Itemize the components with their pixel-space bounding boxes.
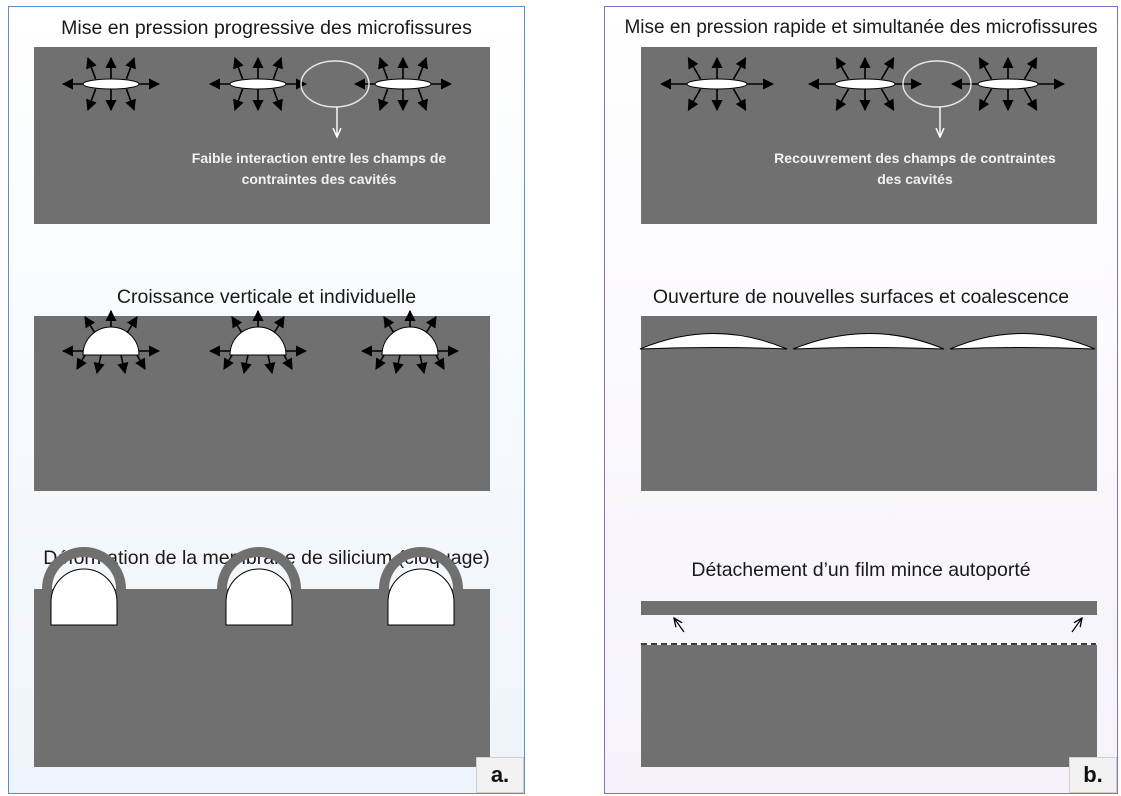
panel-b-step3-title: Détachement d’un film mince autoporté	[691, 559, 1031, 581]
stress-arrow	[417, 56, 428, 80]
panel-a-step1-note: Faible interaction entre les champs de c…	[149, 148, 489, 190]
stress-arrow	[272, 56, 283, 80]
panel-a-letter: a.	[476, 757, 524, 793]
stress-arrow	[231, 316, 243, 334]
dome-cavity	[82, 326, 140, 356]
microcrack-cavity	[229, 78, 287, 90]
panel-a-step1-substrate	[34, 47, 490, 224]
opened-surface	[639, 333, 788, 350]
stress-arrow	[135, 354, 146, 370]
stress-arrow	[76, 354, 87, 370]
stress-arrow	[383, 316, 395, 334]
stress-arrow	[86, 88, 97, 112]
stress-arrow	[1023, 57, 1038, 80]
panel-b-step1-title: Mise en pression rapide et simultanée de…	[624, 17, 1098, 38]
microcrack-cavity	[977, 78, 1039, 90]
stress-arrow	[425, 316, 437, 334]
overlap-zone-highlight	[902, 60, 972, 108]
panel-b-step3-substrate	[641, 645, 1097, 767]
lift-arrow	[674, 618, 685, 633]
stress-arrow	[264, 354, 276, 375]
stress-arrow	[392, 354, 404, 375]
panel-b-step1-cavities	[686, 60, 1039, 137]
dome-cavity	[229, 326, 287, 356]
stress-arrow	[282, 354, 293, 370]
stress-arrow	[86, 56, 97, 80]
stress-arrow	[233, 56, 244, 80]
panel-b-step1-note-line2: des cavités	[877, 171, 953, 187]
stress-arrow	[880, 57, 895, 80]
blister-membrane	[379, 547, 463, 590]
stress-arrow	[125, 56, 136, 80]
stress-arrow	[223, 354, 234, 370]
stress-arrow	[117, 354, 129, 375]
panel-a: Mise en pression progressive des microfi…	[8, 6, 525, 794]
panel-a-step2-cavities	[82, 326, 439, 356]
panel-b-step2-title: Ouverture de nouvelles surfaces et coale…	[652, 286, 1070, 308]
stress-arrow	[240, 354, 252, 375]
panel-a-step1-title: Mise en pression progressive des microfi…	[61, 17, 472, 39]
blister-cavity	[225, 568, 293, 626]
panel-a-step3-title: Déformation de la membrane de silicium (…	[43, 547, 490, 569]
microcrack-cavity	[374, 78, 432, 90]
panel-b-step1-note-line1: Recouvrement des champs de contraintes	[774, 150, 1056, 166]
microcrack-cavity	[82, 78, 140, 90]
panel-a-step1-note-line2: contraintes des cavités	[241, 171, 397, 187]
blister-cavity	[50, 568, 118, 626]
interaction-zone-highlight	[300, 60, 370, 108]
blister-membrane	[42, 547, 126, 590]
stress-arrow	[272, 88, 283, 112]
stress-arrow	[880, 88, 895, 111]
stress-arrow	[434, 354, 445, 370]
panel-b-step2-lenses	[639, 333, 1096, 350]
stress-arrow	[125, 88, 136, 112]
stress-arrow	[416, 354, 428, 375]
stress-arrow	[93, 354, 105, 375]
panel-a-step1-note-line1: Faible interaction entre les champs de	[191, 150, 447, 166]
microcrack-cavity	[834, 78, 896, 90]
panel-a-step2-title: Croissance verticale et individuelle	[116, 286, 417, 308]
opened-surface	[949, 333, 1096, 350]
stress-arrow	[417, 88, 428, 112]
stress-arrow	[233, 88, 244, 112]
stress-arrow	[126, 316, 138, 334]
stress-arrow	[978, 88, 993, 111]
microcrack-cavity	[686, 78, 748, 90]
stress-arrow	[687, 57, 702, 80]
stress-arrow	[835, 88, 850, 111]
panel-b-step3-detachment	[641, 618, 1096, 645]
panel-b-detached-film	[641, 601, 1097, 615]
opened-surface	[792, 333, 945, 350]
stress-arrow	[273, 316, 285, 334]
dome-cavity	[381, 326, 439, 356]
stress-arrow	[732, 57, 747, 80]
stress-arrow	[375, 354, 386, 370]
panel-b-step1-note: Recouvrement des champs de contraintes d…	[745, 148, 1085, 190]
lift-arrow	[1071, 618, 1082, 633]
panel-b-letter: b.	[1069, 757, 1117, 793]
stress-arrow	[732, 88, 747, 111]
panel-b: Mise en pression rapide et simultanée de…	[604, 6, 1118, 794]
stress-arrow	[378, 56, 389, 80]
stress-arrow	[1023, 88, 1038, 111]
stress-arrow	[687, 88, 702, 111]
panel-a-step3-blisters	[42, 547, 463, 626]
panel-a-step1-cavities	[82, 60, 432, 137]
blister-cavity	[387, 568, 455, 626]
stress-arrow	[978, 57, 993, 80]
stress-arrow	[378, 88, 389, 112]
blister-membrane	[217, 547, 301, 590]
stress-arrow	[835, 57, 850, 80]
stress-arrow	[84, 316, 96, 334]
